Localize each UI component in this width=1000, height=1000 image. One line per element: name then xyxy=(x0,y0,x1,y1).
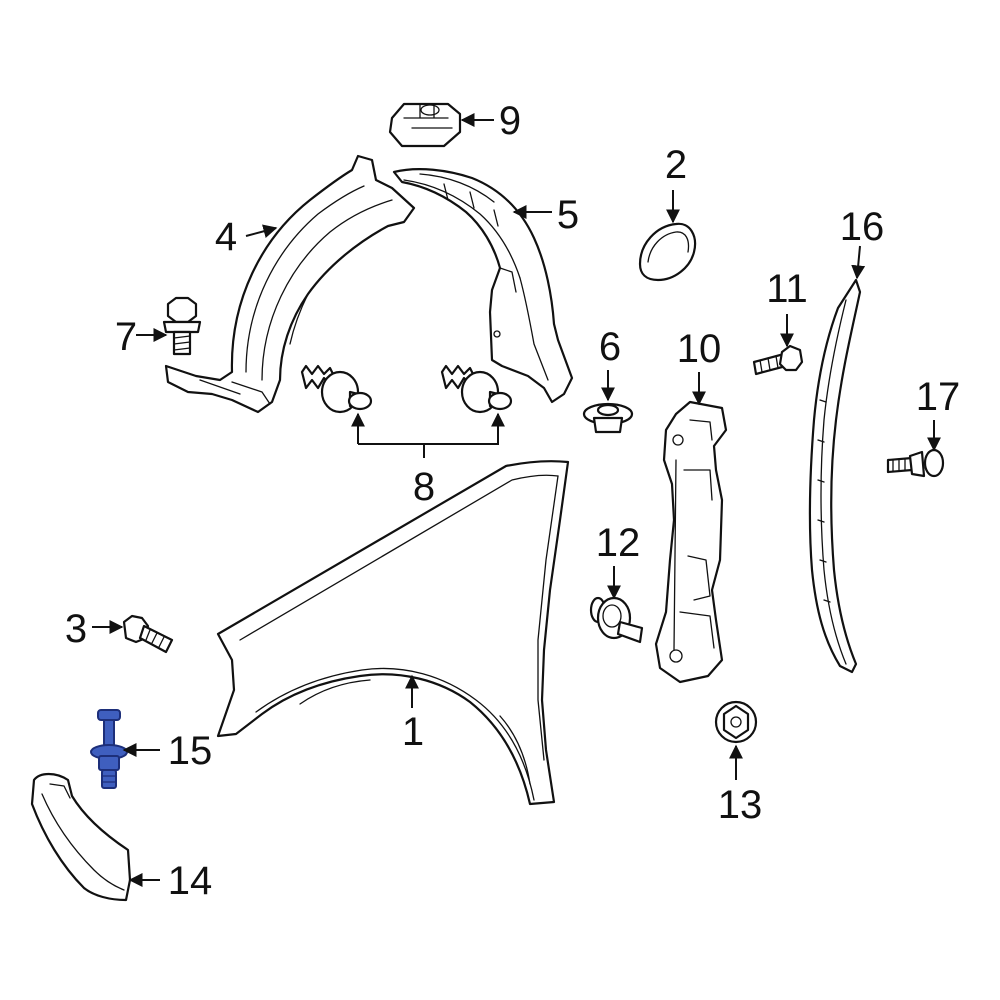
callout-5: 5 xyxy=(557,193,579,237)
callout-3: 3 xyxy=(65,607,87,651)
part-1-front-fender[interactable] xyxy=(216,460,570,806)
leader-16 xyxy=(851,245,866,280)
part-8-push-retainer-left[interactable] xyxy=(300,364,373,414)
callout-4: 4 xyxy=(215,215,237,259)
leader-8-bracket xyxy=(357,418,499,458)
part-16-seal-strip[interactable] xyxy=(808,278,862,674)
callout-2: 2 xyxy=(665,143,687,187)
callout-6: 6 xyxy=(599,325,621,369)
callout-1: 1 xyxy=(402,710,424,754)
callout-14: 14 xyxy=(168,859,213,903)
callout-10: 10 xyxy=(677,327,722,371)
part-11-bolt[interactable] xyxy=(752,344,804,376)
callout-12: 12 xyxy=(596,521,641,565)
part-10-support-bracket[interactable] xyxy=(654,400,728,684)
callout-17: 17 xyxy=(916,375,961,419)
part-4-front-fender-liner[interactable] xyxy=(164,154,416,414)
leader-4 xyxy=(245,224,278,239)
part-2-cover-cap[interactable] xyxy=(638,222,697,282)
part-14-mud-flap[interactable] xyxy=(30,772,132,902)
part-15-push-pin-retainer[interactable] xyxy=(90,709,128,789)
callout-11: 11 xyxy=(766,267,808,311)
part-12-stud-bolt[interactable] xyxy=(589,596,644,644)
part-5-rear-fender-liner[interactable] xyxy=(392,168,574,404)
callout-8: 8 xyxy=(413,465,435,509)
part-3-bolt[interactable] xyxy=(122,614,174,654)
part-8-push-retainer-right[interactable] xyxy=(440,364,513,414)
callout-7: 7 xyxy=(115,315,137,359)
part-17-screw-clip[interactable] xyxy=(886,448,945,478)
part-13-flange-nut[interactable] xyxy=(714,700,758,744)
callout-16: 16 xyxy=(840,205,885,249)
leader-lines xyxy=(92,113,941,887)
part-9-clip-nut[interactable] xyxy=(388,102,462,148)
callout-9: 9 xyxy=(499,99,521,143)
part-7-bolt[interactable] xyxy=(162,296,202,356)
part-6-nut[interactable] xyxy=(582,402,634,434)
callout-13: 13 xyxy=(718,783,763,827)
callout-labels: 1 2 3 4 5 6 7 8 9 10 11 12 13 14 15 16 1… xyxy=(65,99,960,903)
callout-15: 15 xyxy=(168,729,213,773)
